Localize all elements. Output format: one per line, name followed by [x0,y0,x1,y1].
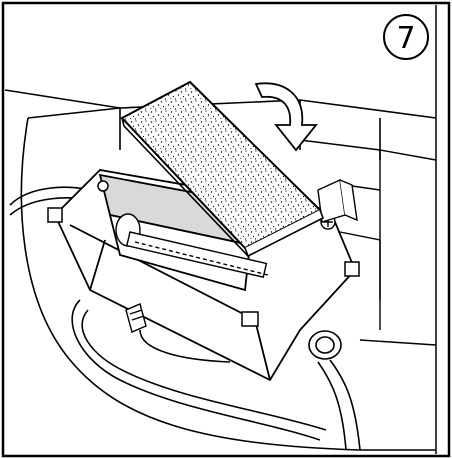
cable-gland [308,330,342,360]
clip-icon [47,180,360,327]
curved-arrow-icon [254,82,318,152]
cable-tie [125,303,147,333]
rotor-shaft [115,213,269,278]
step-number: 7 [396,21,415,56]
step-badge: 7 [383,14,429,60]
sponge-filter-icon [120,80,325,258]
